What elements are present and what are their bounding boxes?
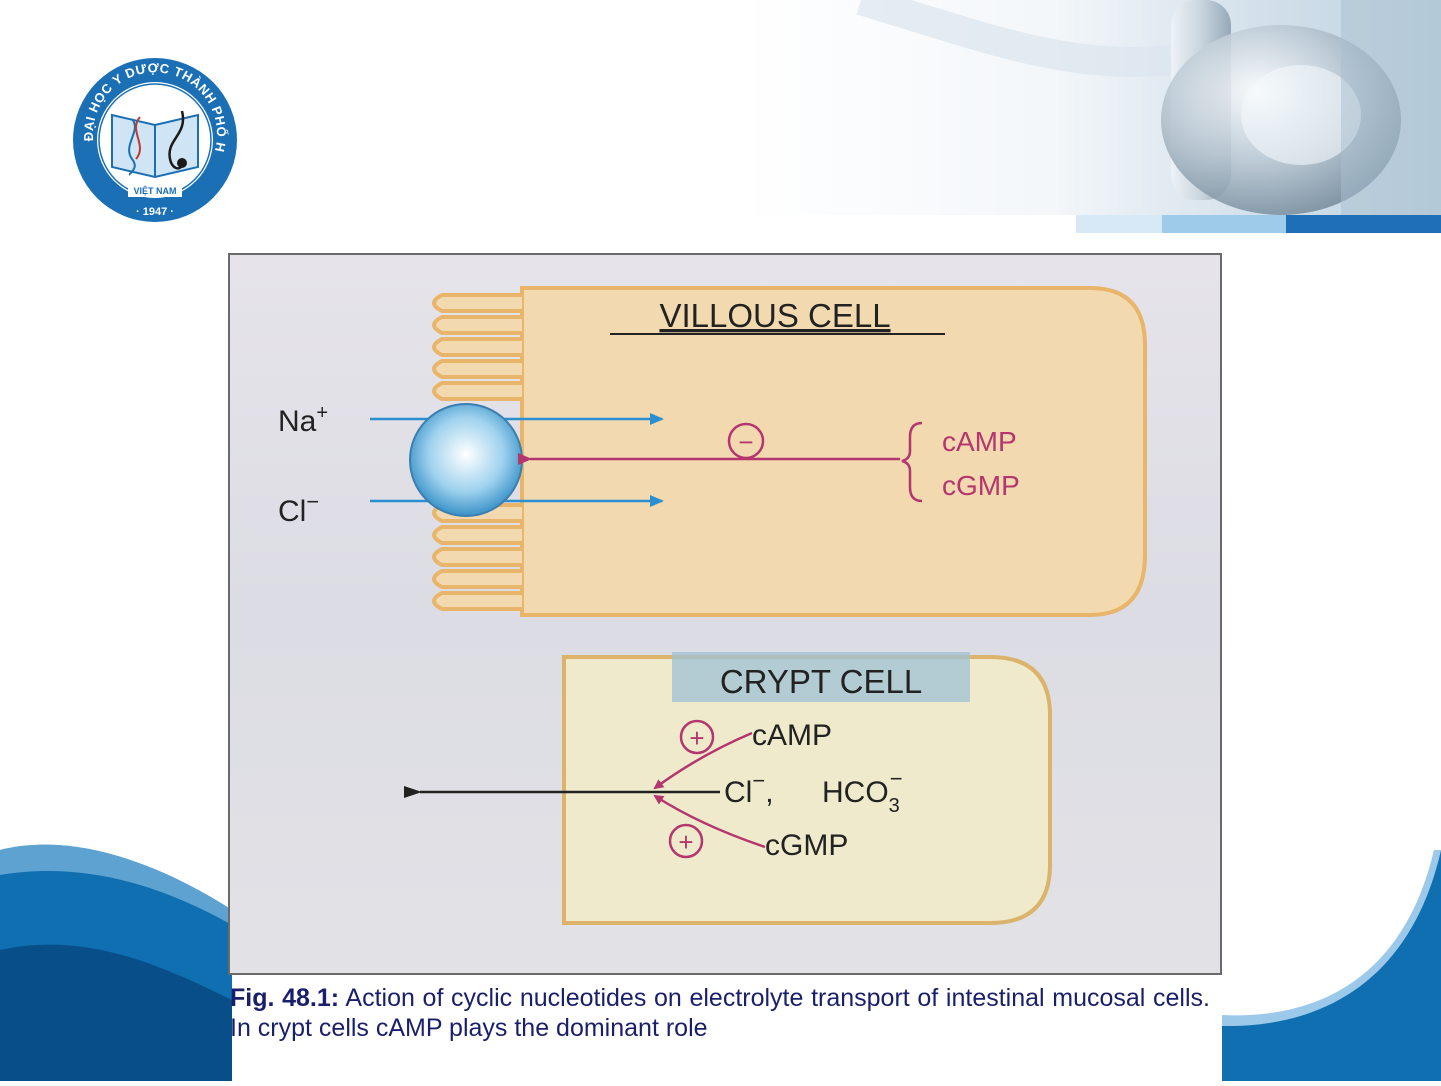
university-seal-logo: ĐẠI HỌC Y DƯỢC THÀNH PHỐ HỒ CHÍ MINH VIỆ… xyxy=(70,55,240,225)
villous-cell-title: VILLOUS CELL xyxy=(659,297,890,334)
figure-caption: Fig. 48.1: Action of cyclic nucleotides … xyxy=(230,983,1210,1043)
villous-cell xyxy=(434,288,1145,615)
nacl-cotransporter-channel xyxy=(410,404,522,516)
seal-year-text: · 1947 · xyxy=(136,206,174,218)
inhibit-sign-text: − xyxy=(738,427,753,457)
crypt-cgmp-label: cGMP xyxy=(765,829,848,862)
header-stripe-light xyxy=(1076,215,1162,233)
electrolyte-transport-figure: VILLOUS CELL Na+ Cl− − cAMP cGMP CRYPT C… xyxy=(228,253,1222,975)
villous-camp-label: cAMP xyxy=(942,426,1017,457)
crypt-cell-title: CRYPT CELL xyxy=(720,663,922,700)
header-stripe-mid xyxy=(1162,215,1286,233)
villous-cgmp-label: cGMP xyxy=(942,470,1020,501)
bottom-right-wave xyxy=(1222,850,1441,1081)
figure-caption-text: Action of cyclic nucleotides on electrol… xyxy=(230,984,1210,1042)
bottom-left-wave xyxy=(0,830,232,1081)
header-stripe-dark xyxy=(1286,215,1441,233)
crypt-stim-sign-bottom: + xyxy=(678,827,693,857)
header-stethoscope-photo xyxy=(741,0,1441,215)
crypt-camp-label: cAMP xyxy=(752,719,832,752)
seal-country-text: VIỆT NAM xyxy=(133,185,176,196)
crypt-stim-sign-top: + xyxy=(689,723,704,753)
figure-caption-label: Fig. 48.1: xyxy=(230,984,339,1012)
cl-ion-label: Cl− xyxy=(278,489,319,528)
na-ion-label: Na+ xyxy=(278,402,328,438)
